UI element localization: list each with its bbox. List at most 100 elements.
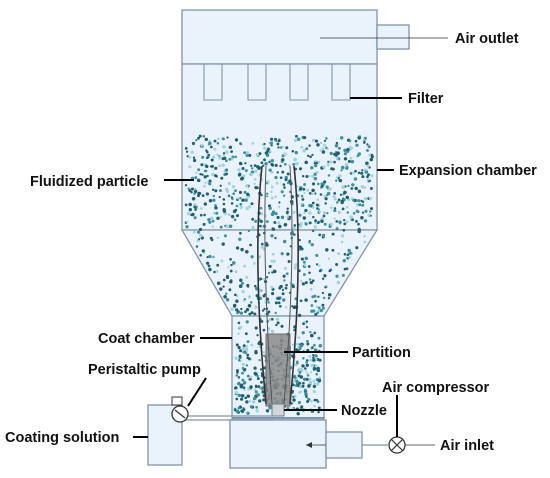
particle — [318, 358, 322, 362]
particle — [363, 141, 366, 145]
particle — [309, 280, 313, 285]
particle — [282, 274, 286, 278]
particle — [219, 215, 222, 219]
particle — [278, 224, 282, 229]
particle — [278, 304, 282, 308]
particle — [230, 214, 235, 219]
particle — [218, 164, 221, 168]
particle — [250, 202, 254, 206]
particle — [338, 174, 342, 178]
particle — [295, 348, 299, 352]
particle — [258, 358, 261, 362]
particle — [199, 254, 202, 257]
particle — [211, 172, 215, 177]
particle — [337, 146, 341, 150]
particle — [213, 147, 217, 151]
particle — [322, 211, 327, 215]
particle — [297, 401, 301, 405]
particle — [240, 307, 243, 311]
particle — [306, 154, 310, 158]
particle — [242, 299, 246, 302]
particle — [187, 187, 190, 190]
particle — [336, 201, 339, 204]
particle — [260, 245, 265, 249]
particle — [301, 282, 305, 286]
particle — [305, 147, 309, 151]
coat-chamber-label: Coat chamber — [98, 331, 195, 347]
particle — [280, 324, 284, 328]
particle — [338, 222, 342, 225]
particle — [314, 364, 318, 368]
particle — [265, 182, 268, 185]
particle — [249, 405, 253, 409]
particle — [311, 295, 314, 298]
particle — [327, 297, 331, 300]
particle — [234, 138, 239, 142]
particle — [311, 138, 316, 142]
particle — [197, 230, 201, 234]
particle — [203, 185, 206, 188]
particle — [259, 224, 262, 228]
particle — [193, 192, 196, 195]
particle — [366, 175, 369, 179]
particle — [276, 142, 280, 146]
particle — [221, 163, 225, 168]
particle — [238, 237, 242, 241]
particle — [311, 182, 316, 186]
air-inlet-duct — [325, 431, 363, 459]
particle — [310, 333, 314, 338]
tank-cap — [171, 396, 183, 406]
particle — [249, 243, 252, 247]
particle — [326, 212, 329, 215]
particle — [191, 212, 195, 217]
particle — [245, 206, 249, 211]
particle — [243, 190, 247, 194]
particle — [351, 218, 354, 222]
particle — [299, 406, 303, 410]
particle — [323, 180, 327, 184]
particle — [268, 168, 272, 172]
particle — [292, 210, 296, 214]
particle — [313, 343, 316, 347]
particle — [263, 277, 266, 281]
particle — [212, 194, 216, 198]
particle — [312, 389, 316, 394]
particle — [254, 219, 258, 223]
particle — [237, 332, 240, 336]
particle — [202, 222, 206, 226]
particle — [302, 260, 306, 264]
particle — [246, 340, 250, 344]
particle — [270, 159, 274, 163]
particle — [203, 213, 206, 217]
particle — [299, 279, 303, 283]
particle — [199, 172, 202, 176]
partition-label: Partition — [352, 345, 411, 361]
particle — [305, 175, 309, 178]
particle — [360, 216, 364, 220]
particle — [270, 170, 274, 174]
peristaltic-pump-leader — [187, 377, 207, 407]
particle — [310, 243, 314, 247]
particle — [236, 294, 239, 298]
particle — [216, 281, 221, 286]
particle — [292, 398, 296, 402]
particle — [234, 155, 238, 159]
particle — [363, 234, 366, 238]
particle — [235, 397, 239, 401]
particle — [278, 205, 281, 209]
particle — [274, 195, 277, 198]
particle — [308, 175, 311, 178]
particle — [367, 145, 371, 149]
particle — [325, 137, 328, 140]
particle — [216, 263, 220, 267]
particle — [239, 311, 244, 315]
particle — [321, 147, 325, 151]
particle — [302, 357, 305, 360]
particle — [277, 146, 280, 149]
particle — [225, 298, 230, 302]
particle — [298, 213, 302, 217]
particle — [255, 287, 259, 291]
particle — [216, 236, 220, 240]
particle — [214, 204, 217, 207]
particle — [300, 368, 304, 372]
